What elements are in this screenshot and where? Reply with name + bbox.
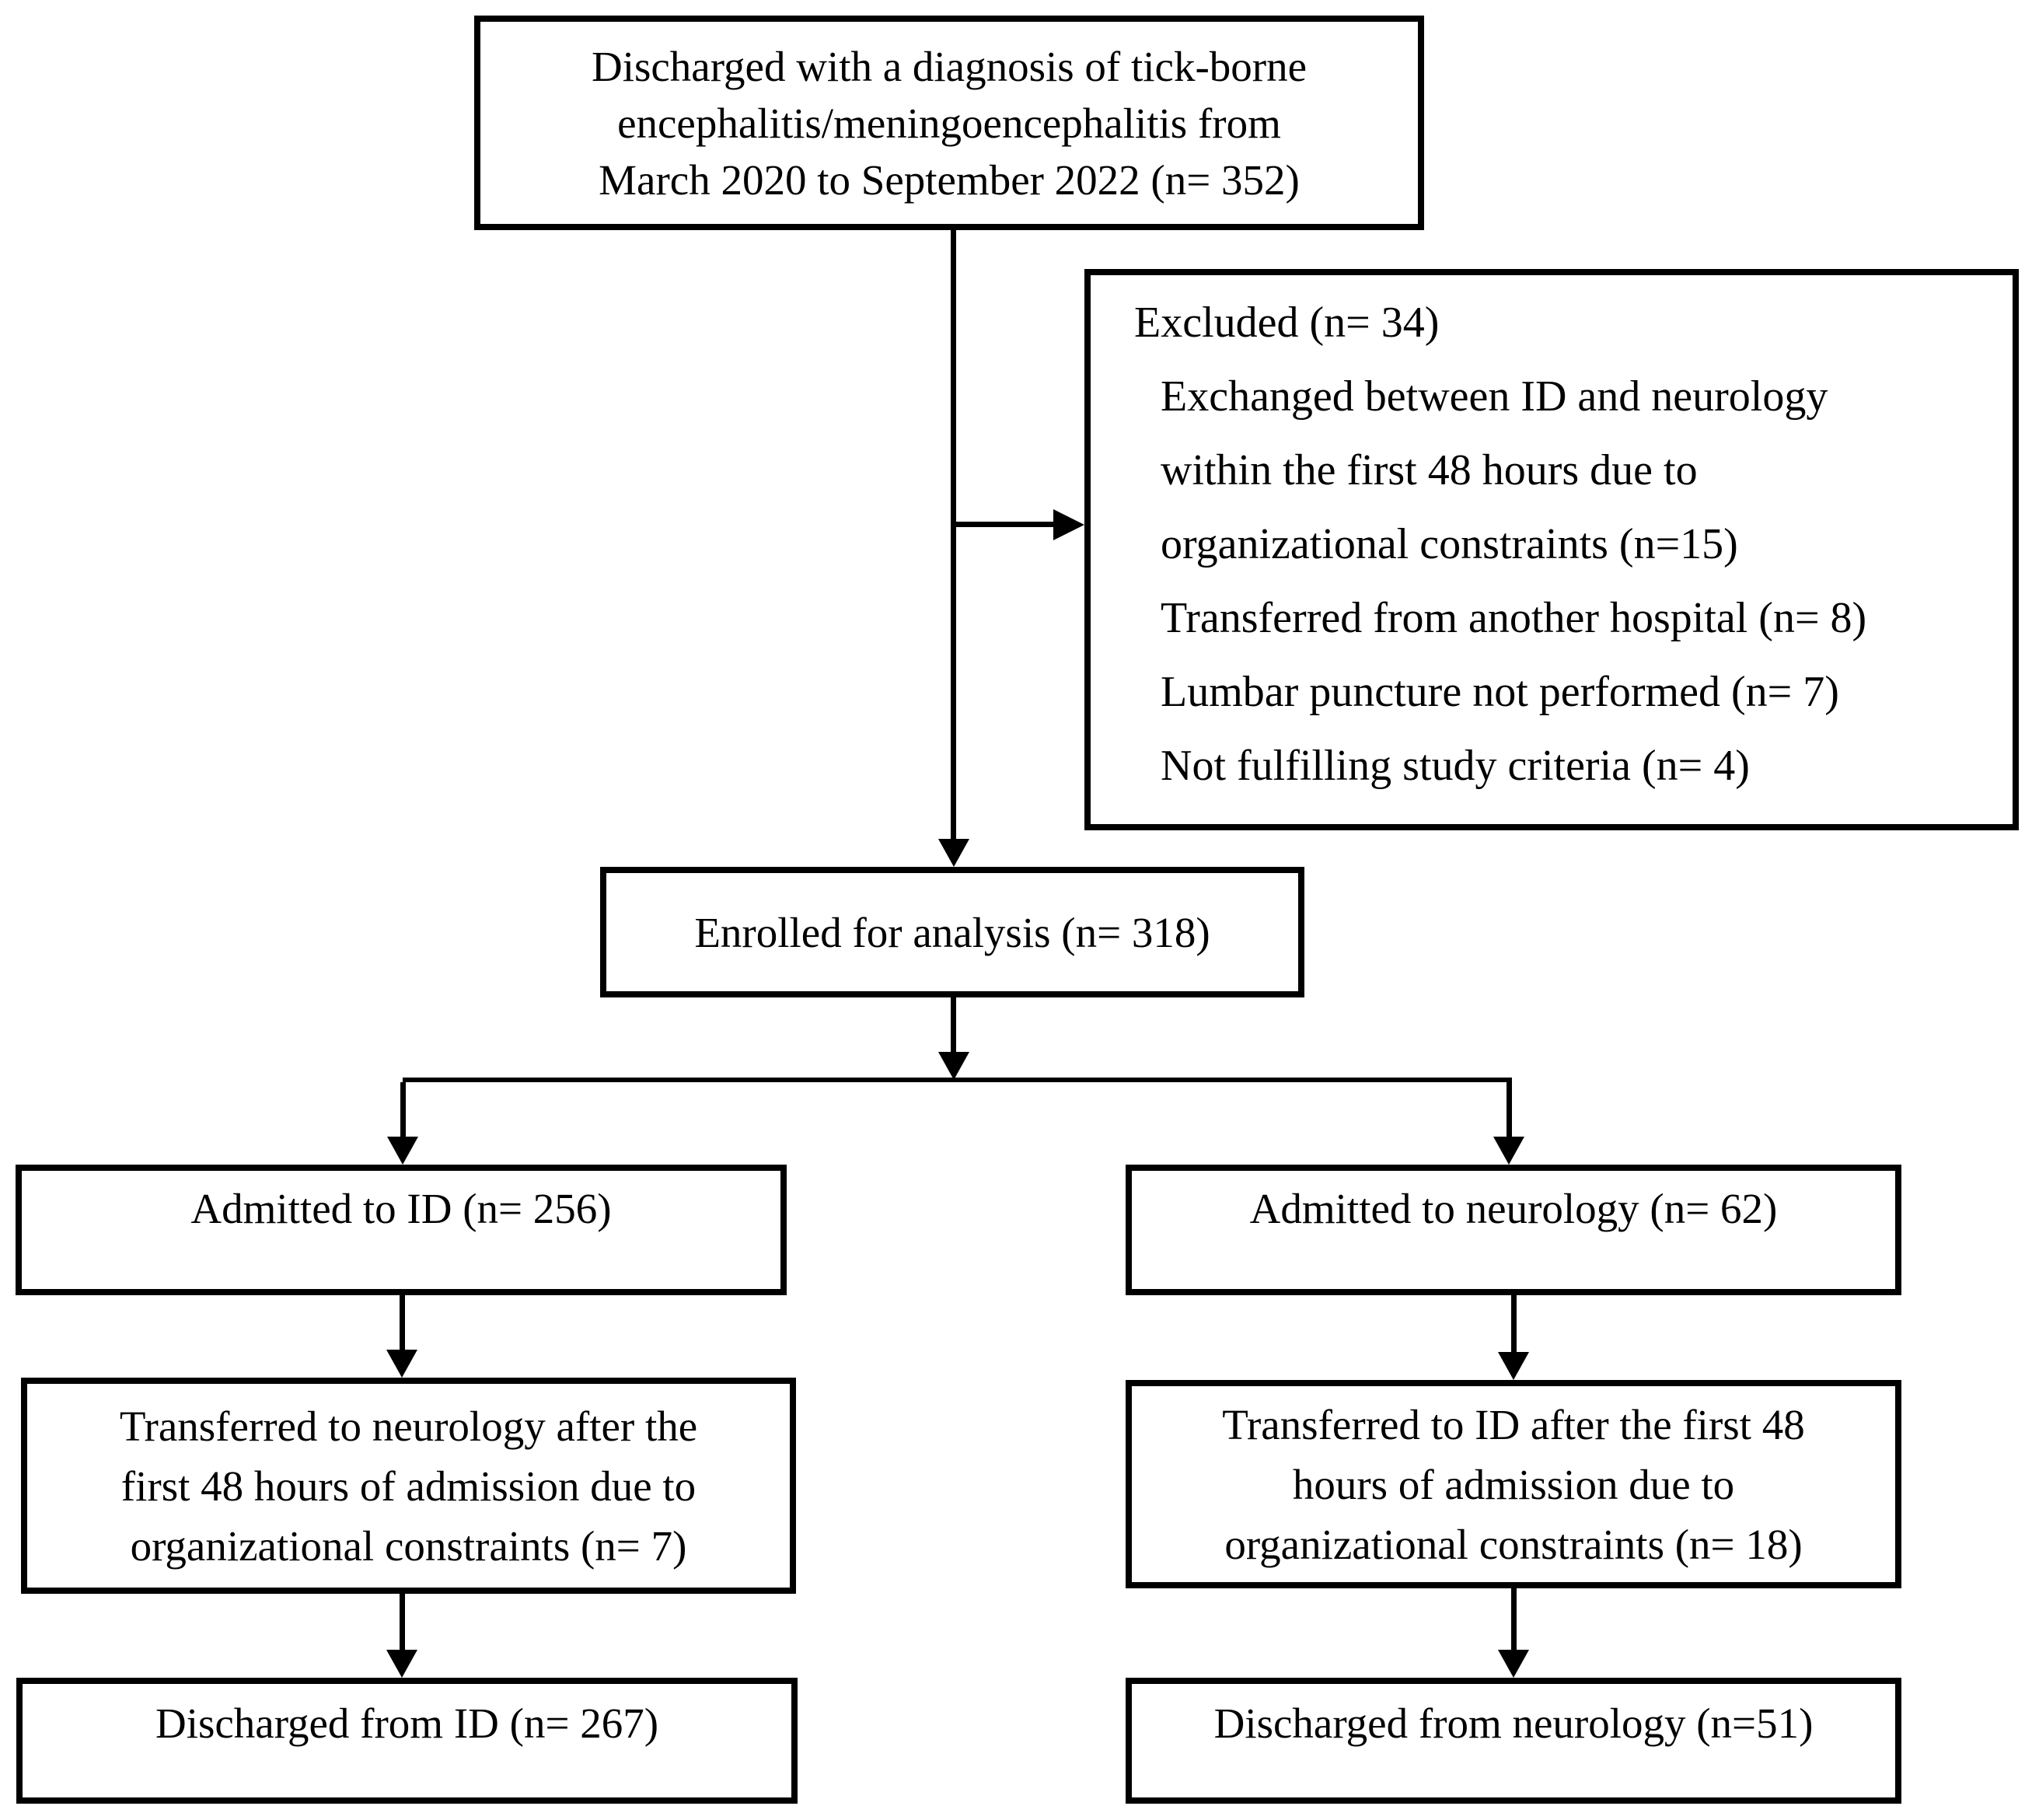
box-transferred-to-id: Transferred to ID after the first 48 hou… [1126,1380,1901,1588]
connector-transferred-to-discharged-id-line [400,1594,405,1650]
box-enrolled: Enrolled for analysis (n= 318) [600,867,1304,997]
excluded-reason-line: Transferred from another hospital (n= 8) [1161,594,1867,642]
excluded-reason-line: Exchanged between ID and neurology [1161,372,1828,421]
excluded-title: Excluded (n= 34) [1134,299,1440,347]
connector-admitted-neurology-to-transferred-line [1511,1295,1517,1352]
box-discharged-from-id-text: Discharged from ID (n= 267) [155,1699,659,1747]
box-admitted-neurology: Admitted to neurology (n= 62) [1126,1165,1901,1295]
box-discharged-diagnosis-line1: Discharged with a diagnosis of tick-born… [591,42,1307,90]
box-transferred-to-id-line1: Transferred to ID after the first 48 [1222,1400,1805,1448]
excluded-reason-line: organizational constraints (n=15) [1161,520,1738,568]
box-transferred-to-id-line2: hours of admission due to [1292,1460,1735,1508]
connector-to-excluded-line [954,522,1055,527]
arrowhead-to-transferred-id-icon [1498,1352,1529,1380]
box-discharged-from-id: Discharged from ID (n= 267) [16,1678,798,1804]
connector-split-to-admitted-neurology-line [1507,1082,1512,1137]
box-discharged-diagnosis-line3: March 2020 to September 2022 (n= 352) [599,155,1300,204]
excluded-reason-line: Lumbar puncture not performed (n= 7) [1161,668,1839,716]
excluded-reason-line: Not fulfilling study criteria (n= 4) [1161,742,1750,790]
box-transferred-to-neurology: Transferred to neurology after the first… [21,1378,796,1594]
connector-transferred-to-discharged-neurology-line [1511,1588,1517,1650]
arrowhead-to-discharged-neurology-icon [1498,1650,1529,1678]
box-transferred-to-id-line3: organizational constraints (n= 18) [1224,1520,1803,1568]
split-horizontal-line [403,1078,1512,1082]
arrowhead-to-discharged-id-icon [386,1650,417,1678]
box-transferred-to-neurology-line1: Transferred to neurology after the [119,1402,698,1450]
box-transferred-to-neurology-line2: first 48 hours of admission due to [120,1462,697,1510]
connector-enrolled-to-split-line [951,997,956,1053]
arrowhead-to-excluded-icon [1053,509,1084,540]
excluded-reason-line: within the first 48 hours due to [1161,446,1698,494]
connector-top-to-enrolled-line [951,230,956,839]
arrowhead-to-enrolled-icon [938,839,969,867]
connector-admitted-id-to-transferred-line [400,1295,405,1350]
box-enrolled-text: Enrolled for analysis (n= 318) [694,908,1210,956]
arrowhead-to-split-icon [938,1052,969,1080]
box-transferred-to-neurology-line3: organizational constraints (n= 7) [130,1521,687,1570]
arrowhead-to-admitted-id-icon [387,1137,418,1165]
box-admitted-id: Admitted to ID (n= 256) [16,1165,787,1295]
arrowhead-to-transferred-neurology-icon [386,1350,417,1378]
box-discharged-from-neurology: Discharged from neurology (n=51) [1126,1678,1901,1804]
box-excluded: Excluded (n= 34) Exchanged between ID an… [1084,269,2019,830]
box-discharged-diagnosis: Discharged with a diagnosis of tick-born… [474,16,1424,230]
connector-split-to-admitted-id-line [400,1082,406,1137]
box-admitted-neurology-text: Admitted to neurology (n= 62) [1249,1185,1778,1232]
box-admitted-id-text: Admitted to ID (n= 256) [190,1185,612,1232]
box-discharged-diagnosis-line2: encephalitis/meningoencephalitis from [617,99,1281,147]
arrowhead-to-admitted-neurology-icon [1493,1137,1524,1165]
box-discharged-from-neurology-text: Discharged from neurology (n=51) [1213,1699,1814,1747]
